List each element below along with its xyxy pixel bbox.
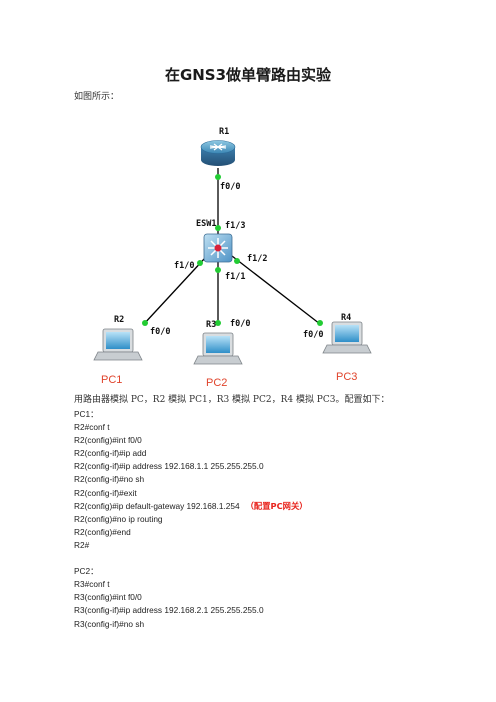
config-line: R2(config-if)#ip address 192.168.1.1 255… [74, 460, 308, 473]
config-line-text: R3#conf t [74, 579, 110, 590]
led-esw1-f1-3 [215, 225, 221, 231]
pc3-laptop-icon[interactable] [322, 321, 372, 354]
config-line: PC1： [74, 408, 308, 421]
link-esw1-r4 [231, 255, 321, 325]
config-line-text: R2(config-if)#exit [74, 487, 137, 498]
config-line: R3(config-if)#no sh [74, 618, 308, 631]
config-line: R2(config)#ip default-gateway 192.168.1.… [74, 500, 308, 513]
config-line: R2(config-if)#no sh [74, 473, 308, 486]
led-r4-f0-0 [317, 320, 323, 326]
config-line-text: R2(config-if)#ip address 192.168.1.1 255… [74, 461, 264, 472]
led-esw1-f1-2 [234, 258, 240, 264]
pc2-laptop-icon[interactable] [193, 332, 243, 365]
port-label-esw1-f1-1: f1/1 [225, 272, 245, 282]
led-esw1-f1-0 [197, 260, 203, 266]
port-label-esw1-f1-3: f1/3 [225, 221, 245, 231]
description-text: 用路由器模拟 PC，R2 模拟 PC1，R3 模拟 PC2，R4 模拟 PC3。… [74, 395, 390, 405]
config-line: PC2： [74, 565, 308, 578]
config-line: R3(config)#int f0/0 [74, 591, 308, 604]
config-line: R2(config-if)#exit [74, 487, 308, 500]
config-line-text: R3(config-if)#ip address 192.168.2.1 255… [74, 605, 264, 616]
config-line-text: R2(config-if)#no sh [74, 474, 145, 485]
config-line-text: R2(config-if)#ip add [74, 448, 147, 459]
pc1-laptop-icon[interactable] [93, 328, 143, 361]
config-line-text: R3(config-if)#no sh [74, 618, 145, 629]
config-line: R2(config-if)#ip add [74, 447, 308, 460]
config-line-text: R2#conf t [74, 422, 110, 433]
port-label-r1-f0-0: f0/0 [220, 182, 240, 192]
config-line: R2# [74, 539, 308, 552]
config-line-text: R2(config)#int f0/0 [74, 435, 142, 446]
port-label-esw1-f1-0: f1/0 [174, 261, 194, 271]
led-r2-f0-0 [142, 320, 148, 326]
intro-text: 如图所示： [74, 92, 120, 102]
multilayer-switch-icon[interactable] [203, 233, 233, 263]
link-esw1-r2 [142, 257, 206, 326]
pc3-caption: PC3 [336, 371, 357, 383]
port-label-esw1-f1-2: f1/2 [247, 254, 267, 264]
pc3-name-label: R4 [341, 313, 351, 323]
config-line [74, 552, 308, 565]
led-r1-f0-0 [215, 174, 221, 180]
link-status-leds [142, 174, 323, 326]
config-line-text: R2(config)#no ip routing [74, 513, 163, 524]
page-title: 在GNS3做单臂路由实验 [164, 66, 332, 84]
led-esw1-f1-1 [215, 267, 221, 273]
config-line: R3#conf t [74, 578, 308, 591]
config-line-text: PC2： [74, 566, 99, 577]
config-line: R2(config)#no ip routing [74, 513, 308, 526]
config-line: R2(config)#int f0/0 [74, 434, 308, 447]
topology-diagram: R1 ESW1 f0/0 f1/3 f1/0 f1/1 f1/2 [93, 127, 372, 389]
pc1-name-label: R2 [114, 315, 124, 325]
config-line: R2#conf t [74, 421, 308, 434]
config-line-text: R2# [74, 539, 90, 550]
pc2-caption: PC2 [206, 377, 227, 389]
switch-name-label: ESW1 [196, 219, 216, 229]
config-line-note: （配置PC网关） [245, 500, 308, 511]
config-line: R2(config)#end [74, 526, 308, 539]
config-line-text: PC1： [74, 409, 99, 419]
config-line-text: R2(config)#ip default-gateway 192.168.1.… [74, 500, 240, 511]
config-line: R3(config-if)#ip address 192.168.2.1 255… [74, 604, 308, 617]
led-r3-f0-0 [215, 320, 221, 326]
router-icon[interactable] [200, 140, 236, 167]
config-line-text: R3(config)#int f0/0 [74, 592, 142, 603]
pc1-port-label: f0/0 [150, 327, 170, 337]
pc2-name-label: R3 [206, 320, 216, 330]
router-name-label: R1 [219, 127, 229, 137]
pc1-caption: PC1 [101, 374, 122, 386]
config-line-text: R2(config)#end [74, 526, 131, 537]
pc3-port-label: f0/0 [303, 330, 323, 340]
pc2-port-label: f0/0 [230, 319, 250, 329]
